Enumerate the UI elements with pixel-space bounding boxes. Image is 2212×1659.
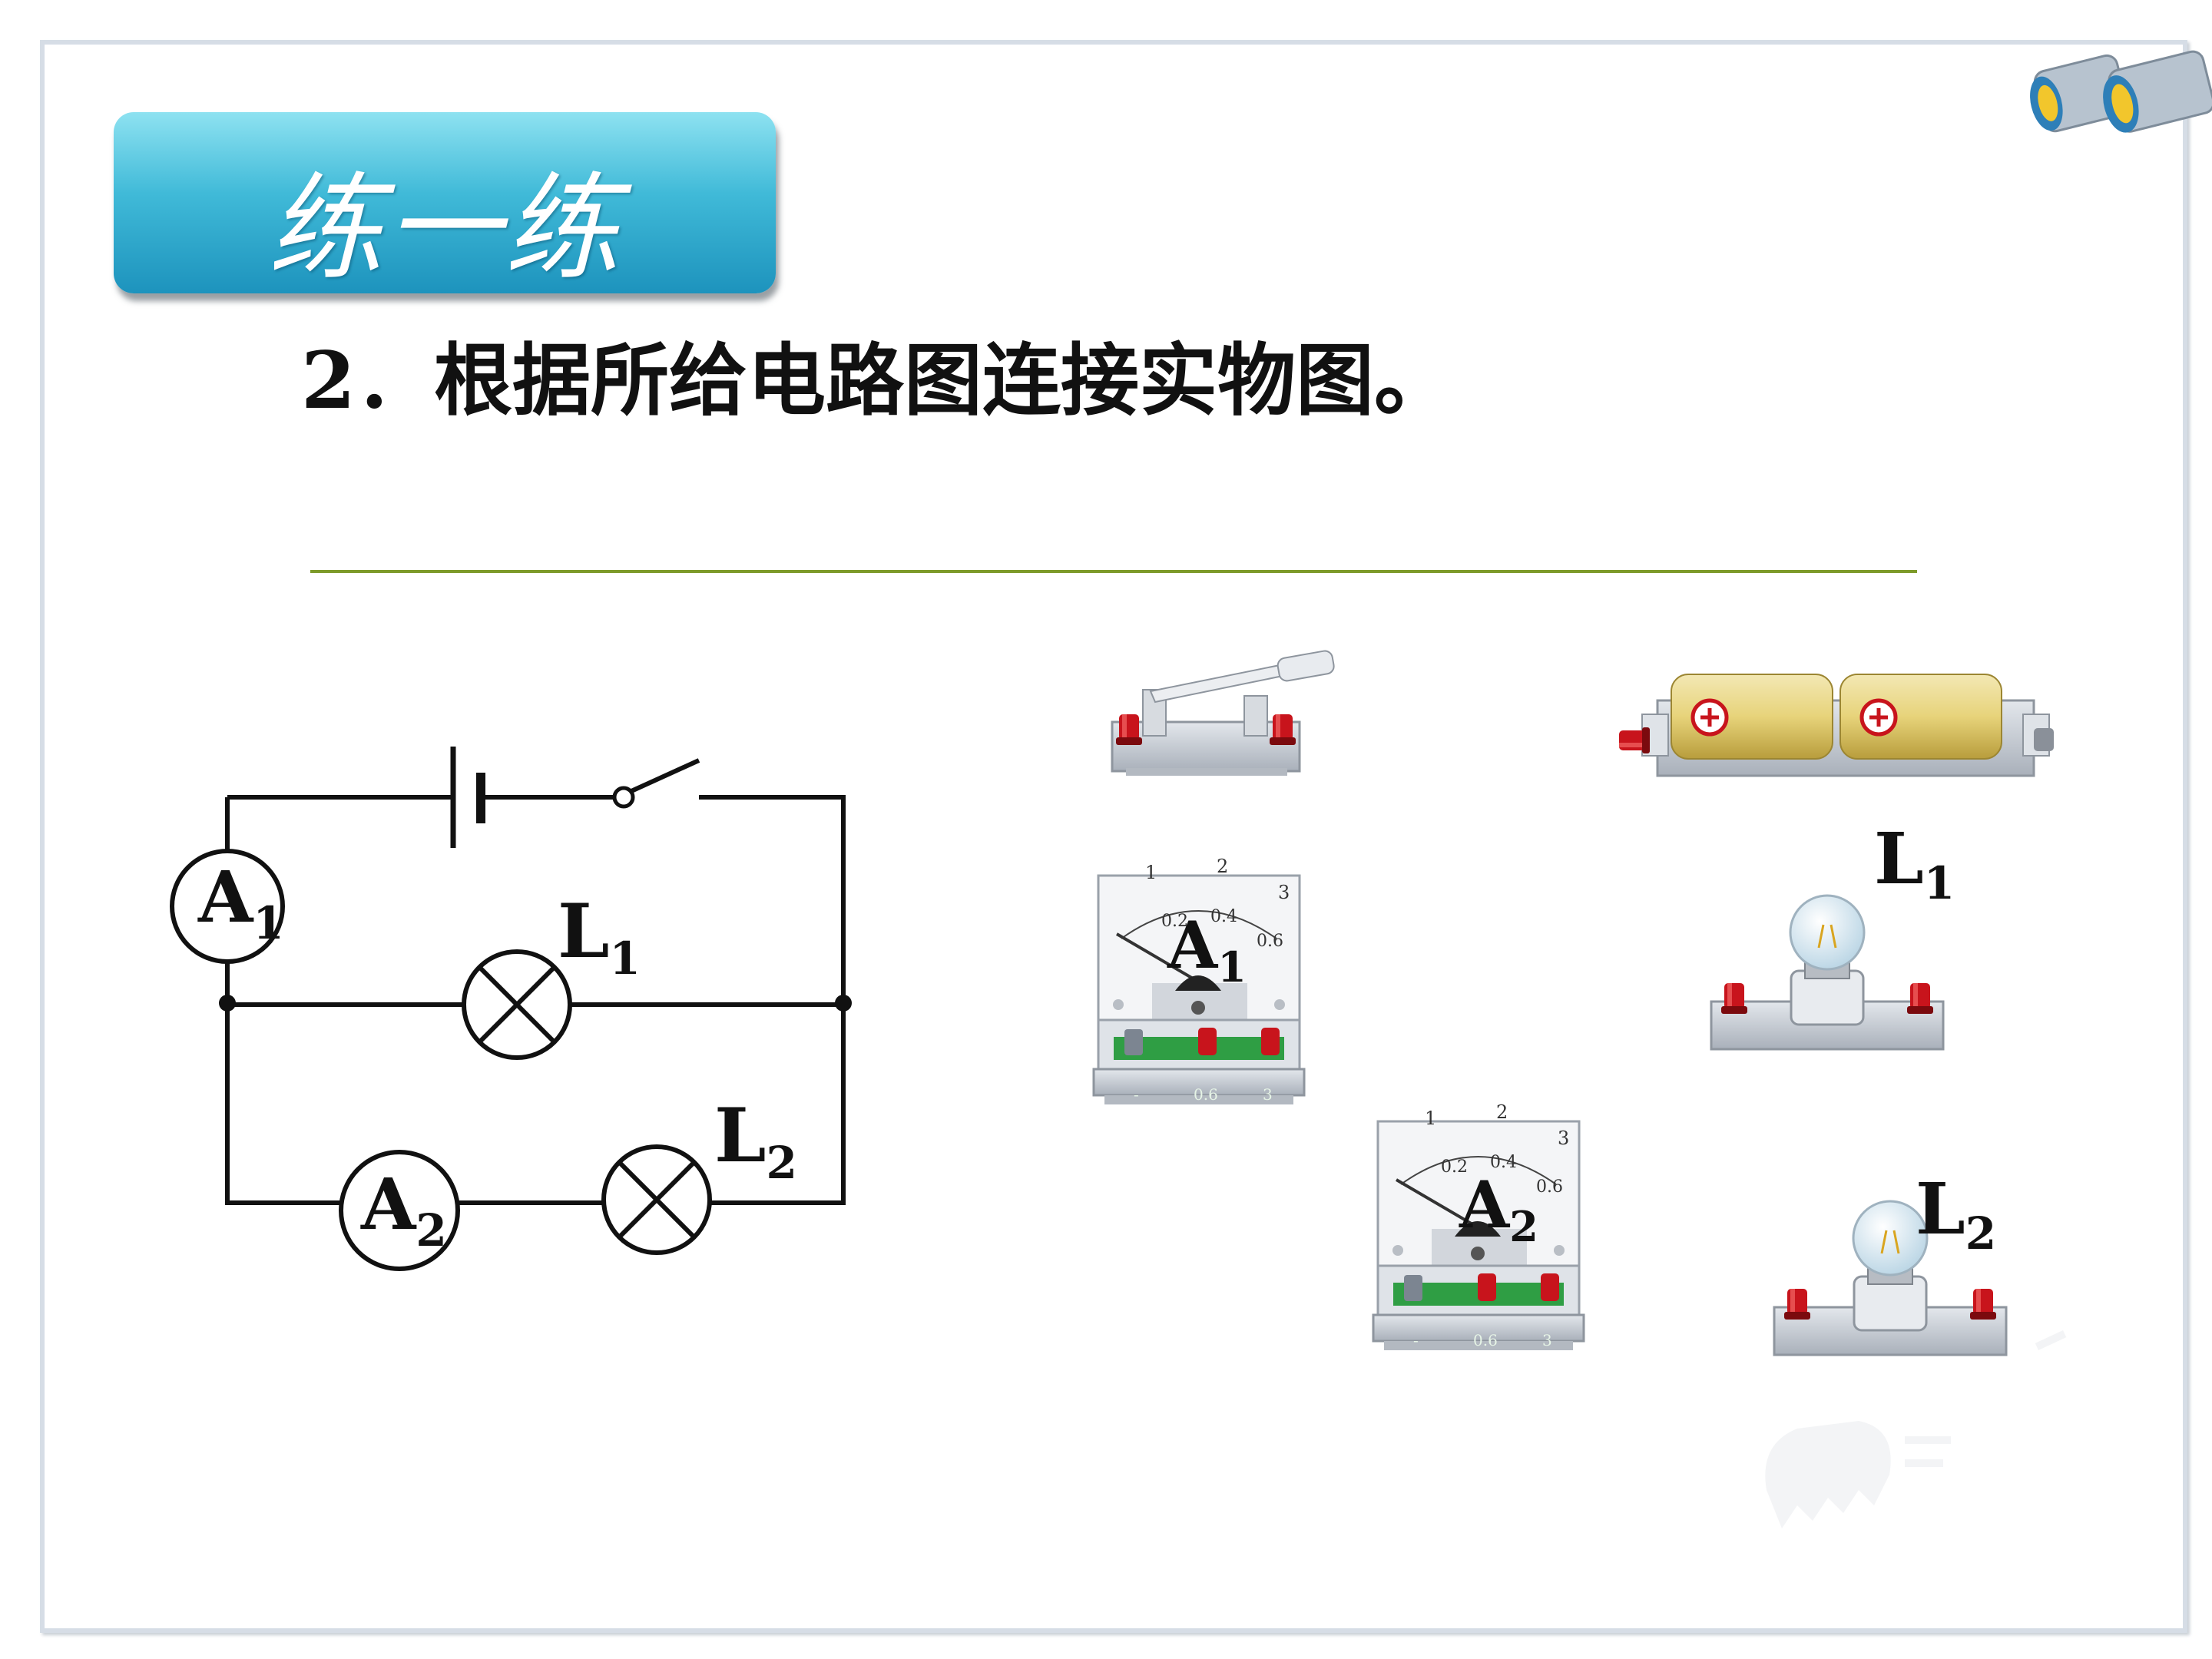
practice-badge-label: 练一练	[267, 162, 622, 296]
ammeter-1-component	[1092, 874, 1306, 1106]
ammeter-1-scale-2: 2	[1217, 856, 1228, 877]
ammeter-2-symbol	[339, 1150, 460, 1271]
lamp-2-device-label: L2	[1916, 1167, 1996, 1260]
ammeter-1-term-3: 3	[1263, 1085, 1273, 1104]
lamp-2-cross	[617, 1160, 697, 1240]
ammeter-1-term-neg: -	[1134, 1085, 1139, 1104]
ammeter-1-symbol	[170, 849, 285, 964]
ammeter-1-scale-06: 0.6	[1257, 932, 1283, 951]
practice-badge: 练一练	[114, 112, 776, 296]
ammeter-1-scale-04: 0.4	[1210, 907, 1237, 926]
ammeter-2-label: A2	[360, 1163, 447, 1257]
lamp-1-device-label: L1	[1874, 817, 1955, 909]
divider-line	[310, 570, 1917, 573]
switch-blade	[630, 758, 700, 793]
ammeter-1-label: A1	[197, 856, 284, 949]
ammeter-2-scale-1: 1	[1425, 1108, 1436, 1129]
watermark-logo	[1765, 1330, 2067, 1528]
ammeter-2-scale-2: 2	[1496, 1101, 1508, 1123]
ammeter-2-device-label: A2	[1459, 1167, 1538, 1251]
slide-frame	[40, 40, 2187, 1633]
ammeter-2-term-06: 0.6	[1473, 1331, 1498, 1349]
ammeter-2-scale-04: 0.4	[1490, 1153, 1517, 1172]
switch-pivot	[612, 786, 635, 809]
ammeter-1-scale-1: 1	[1145, 862, 1157, 883]
ammeter-1-scale-02: 0.2	[1161, 912, 1188, 931]
lamp-2-label: L2	[714, 1092, 797, 1189]
lamp-1-cross	[477, 965, 557, 1045]
junction-left	[219, 995, 236, 1012]
ammeter-2-term-neg: -	[1413, 1331, 1419, 1349]
question-text: 2．根据所给电路图连接实物图。	[301, 335, 1452, 427]
ammeter-2-component	[1372, 1120, 1585, 1352]
circuit-diagram	[170, 747, 852, 1271]
lamp-1-component	[1710, 894, 1945, 1051]
lamp-1-label: L1	[558, 888, 641, 985]
ammeter-2-scale-02: 0.2	[1441, 1157, 1468, 1177]
wire-left-bottom	[225, 963, 341, 1205]
ammeter-2-scale-3: 3	[1558, 1128, 1569, 1149]
binoculars-icon	[2030, 50, 2212, 133]
ammeter-1-device-label: A1	[1167, 907, 1247, 992]
ammeter-2-term-3: 3	[1542, 1331, 1552, 1349]
knife-switch-component	[1111, 650, 1335, 776]
ammeter-2-scale-06: 0.6	[1536, 1177, 1563, 1197]
junction-right	[835, 995, 852, 1012]
ammeter-1-term-06: 0.6	[1194, 1085, 1218, 1104]
ammeter-1-scale-3: 3	[1278, 882, 1290, 903]
battery-holder-component	[1619, 674, 2054, 777]
